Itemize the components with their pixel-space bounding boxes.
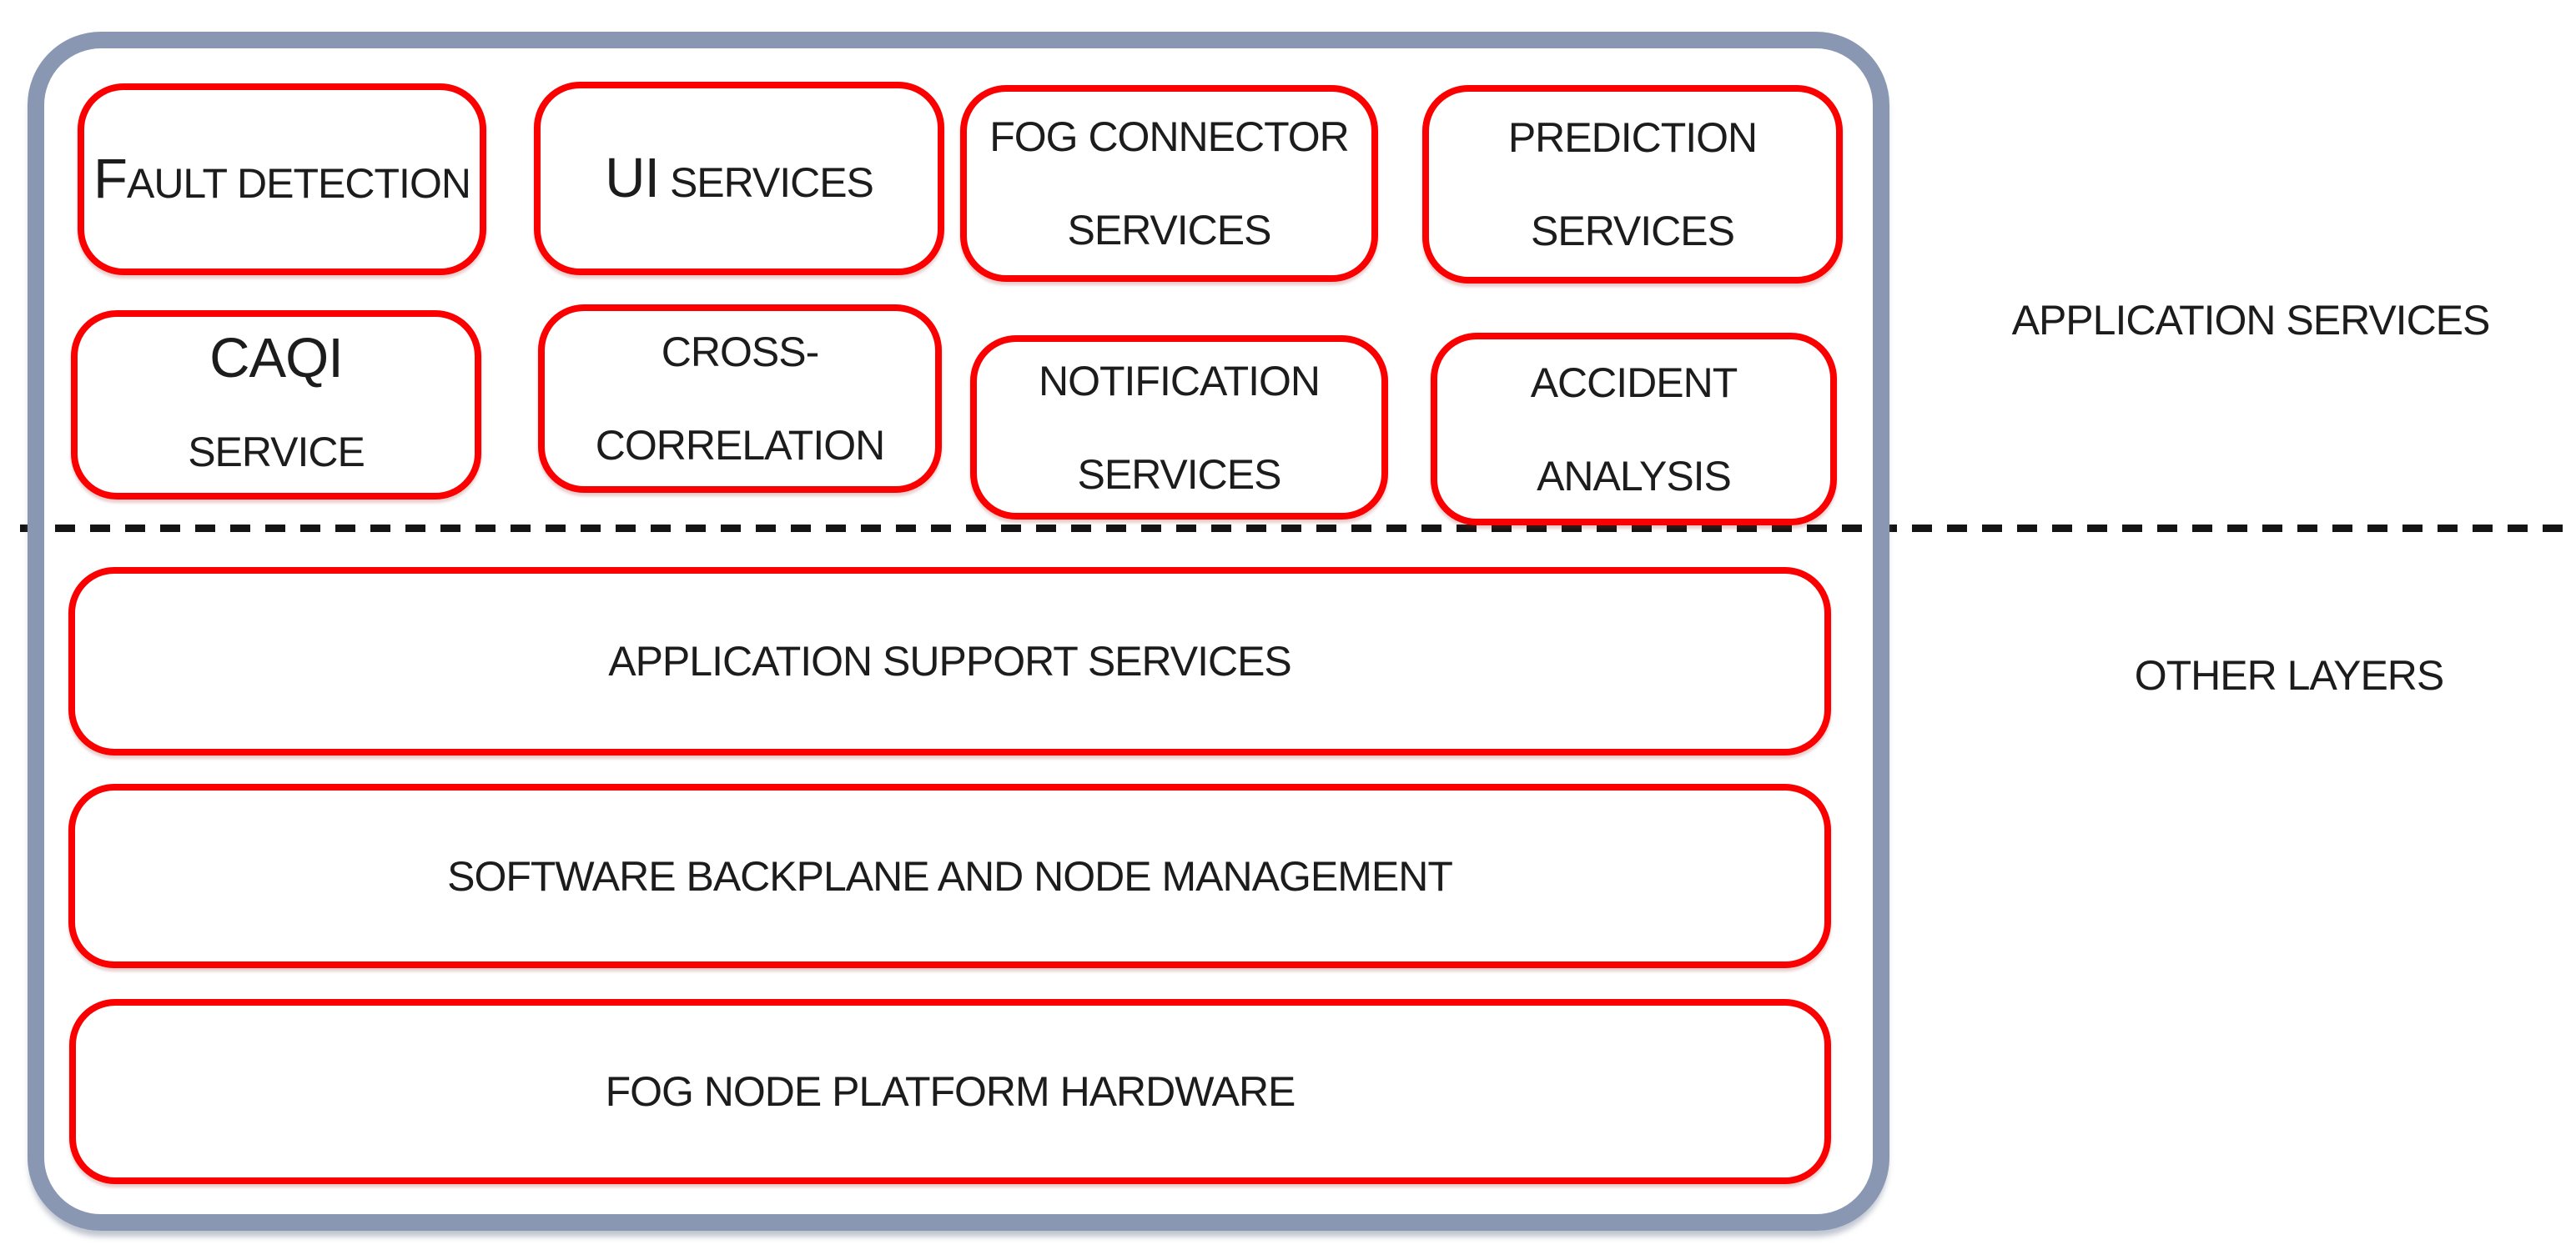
box-caqi-service: CAQI SERVICE bbox=[71, 310, 481, 499]
box-prediction-services: PREDICTION SERVICES bbox=[1422, 85, 1843, 284]
box-fog-connector-services: FOG CONNECTOR SERVICES bbox=[960, 85, 1378, 282]
layer-separator-dashed-line bbox=[20, 525, 2573, 532]
box-software-backplane-and-node-management: SOFTWARE BACKPLANE AND NODE MANAGEMENT bbox=[68, 784, 1831, 968]
label-initial: F bbox=[93, 148, 128, 210]
other-layers-region-label: OTHER LAYERS bbox=[2134, 652, 2445, 699]
box-fog-connector-line2: SERVICES bbox=[1067, 207, 1272, 254]
application-services-region-label: APPLICATION SERVICES bbox=[2011, 297, 2491, 344]
box-cross-line1: CROSS- bbox=[661, 329, 819, 375]
box-fault-detection-label: FAULT DETECTION bbox=[93, 133, 471, 226]
box-accident-analysis: ACCIDENT ANALYSIS bbox=[1431, 333, 1837, 525]
box-fault-detection: FAULT DETECTION bbox=[78, 83, 486, 275]
box-fog-connector-line1: FOG CONNECTOR bbox=[989, 113, 1350, 160]
box-caqi-line1: CAQI bbox=[209, 312, 344, 405]
box-prediction-line1: PREDICTION bbox=[1507, 114, 1758, 161]
box-application-support-services-label: APPLICATION SUPPORT SERVICES bbox=[608, 638, 1292, 685]
box-prediction-line2: SERVICES bbox=[1531, 208, 1735, 254]
box-cross-correlation: CROSS- CORRELATION bbox=[538, 304, 942, 493]
label-initial: UI bbox=[605, 147, 660, 209]
box-notification-services: NOTIFICATION SERVICES bbox=[970, 335, 1388, 520]
box-ui-services-label: UI SERVICES bbox=[605, 132, 874, 225]
box-software-backplane-label: SOFTWARE BACKPLANE AND NODE MANAGEMENT bbox=[447, 852, 1453, 900]
box-notification-line1: NOTIFICATION bbox=[1038, 357, 1321, 404]
box-application-support-services: APPLICATION SUPPORT SERVICES bbox=[68, 567, 1831, 756]
label-initial: CAQI bbox=[209, 326, 344, 389]
box-accident-line1: ACCIDENT bbox=[1530, 359, 1738, 406]
box-fog-node-platform-hardware: FOG NODE PLATFORM HARDWARE bbox=[69, 999, 1831, 1184]
box-accident-line2: ANALYSIS bbox=[1537, 452, 1732, 499]
box-ui-services: UI SERVICES bbox=[534, 82, 944, 275]
box-caqi-line2: SERVICE bbox=[188, 428, 365, 475]
box-cross-line2: CORRELATION bbox=[595, 422, 885, 469]
box-notification-line2: SERVICES bbox=[1077, 450, 1282, 498]
label-rest: AULT DETECTION bbox=[126, 160, 471, 207]
box-fog-node-platform-hardware-label: FOG NODE PLATFORM HARDWARE bbox=[605, 1068, 1296, 1115]
label-rest: SERVICES bbox=[659, 159, 874, 206]
